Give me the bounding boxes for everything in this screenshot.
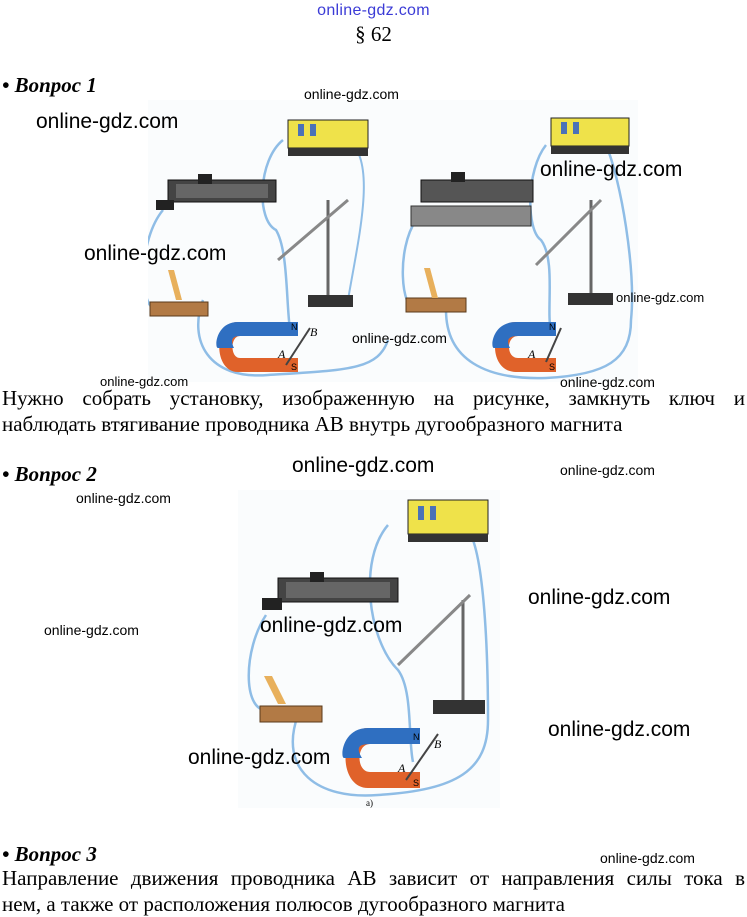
- label-b-fig2: B: [434, 737, 442, 751]
- label-a-fig2: A: [397, 761, 406, 775]
- watermark: online-gdz.com: [352, 330, 447, 346]
- label-a-left: A: [277, 347, 286, 361]
- label-n-right: N: [549, 322, 556, 332]
- answer-1-line-1: Нужно собрать установку, изображенную на…: [2, 386, 745, 410]
- label-a-right: A: [527, 347, 536, 361]
- answer-1-line-2: наблюдать втягивание проводника АВ внутр…: [2, 412, 623, 436]
- label-s-fig2: S: [413, 778, 419, 788]
- watermark: online-gdz.com: [44, 622, 139, 638]
- label-n-fig2: N: [413, 732, 420, 742]
- figure-caption: а): [366, 798, 373, 808]
- answer-3: Направление движения проводника АВ завис…: [2, 865, 745, 917]
- label-s-left: S: [291, 362, 297, 372]
- figure-2-apparatus: A B N S а): [238, 490, 500, 808]
- label-n-left: N: [291, 322, 298, 332]
- label-b-left: B: [310, 325, 318, 339]
- watermark: online-gdz.com: [304, 86, 399, 102]
- watermark: online-gdz.com: [188, 746, 331, 769]
- question-2-title: • Вопрос 2: [2, 462, 97, 486]
- watermark: online-gdz.com: [548, 718, 691, 741]
- watermark: online-gdz.com: [560, 462, 655, 478]
- question-3-title: • Вопрос 3: [2, 842, 97, 866]
- paragraph-number: § 62: [355, 22, 392, 46]
- answer-1: Нужно собрать установку, изображенную на…: [2, 385, 745, 437]
- watermark: online-gdz.com: [540, 158, 683, 181]
- answer-3-line-2: нем, а также от расположения полюсов дуг…: [2, 892, 565, 916]
- watermark: online-gdz.com: [76, 490, 171, 506]
- watermark: online-gdz.com: [292, 454, 435, 477]
- watermark: online-gdz.com: [616, 290, 705, 305]
- setup-left: A B N S: [148, 119, 390, 377]
- label-s-right: S: [549, 362, 555, 372]
- site-header-link[interactable]: online-gdz.com: [317, 2, 430, 19]
- watermark: online-gdz.com: [84, 242, 227, 265]
- watermark: online-gdz.com: [36, 110, 179, 133]
- watermark: online-gdz.com: [528, 586, 671, 609]
- question-1-title: • Вопрос 1: [2, 73, 97, 97]
- figure-1-apparatus: A B N S A N S: [148, 100, 638, 382]
- watermark: online-gdz.com: [260, 614, 403, 637]
- answer-3-line-1: Направление движения проводника АВ завис…: [2, 866, 745, 890]
- setup-right: A N S: [401, 117, 634, 380]
- watermark: online-gdz.com: [560, 374, 655, 390]
- watermark: online-gdz.com: [100, 374, 189, 389]
- watermark: online-gdz.com: [600, 850, 695, 866]
